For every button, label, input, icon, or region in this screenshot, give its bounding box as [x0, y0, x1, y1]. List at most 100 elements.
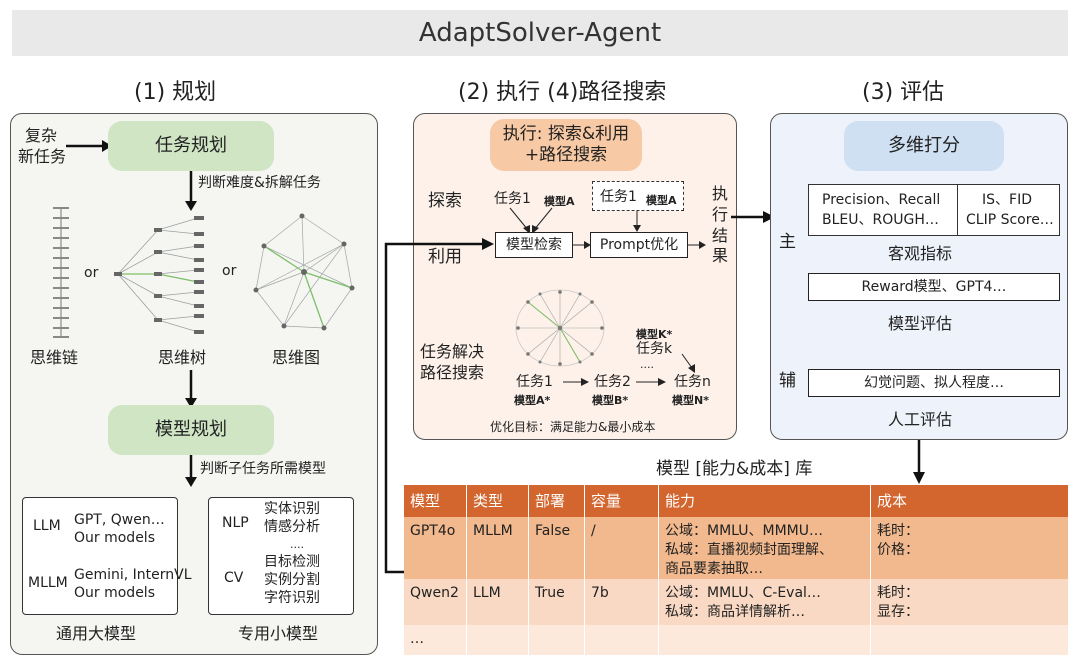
- path-model-a: 模型A*: [514, 394, 551, 407]
- kb-col-type: 类型: [466, 485, 528, 517]
- mllm-tag: MLLM: [28, 575, 68, 591]
- kb-ability-line1: 公域：MMLU、C-Eval…: [665, 585, 821, 601]
- eval-to-kb-arrow: [913, 440, 925, 484]
- path-arrow-k: [681, 353, 695, 373]
- kb-col-cost: 成本: [870, 485, 1068, 517]
- exec-to-eval-arrow: [731, 211, 775, 223]
- kb-ability-line1: 公域：MMLU、MMMU…: [665, 523, 823, 539]
- table-row: …: [404, 625, 1068, 655]
- multi-score-label: 多维打分: [888, 134, 960, 156]
- metrics-right-line1: IS、FID: [982, 192, 1032, 208]
- kb-cost-line2: 价格：: [877, 541, 919, 558]
- special-models-caption: 专用小模型: [238, 624, 319, 643]
- metrics-left-line2: BLEU、ROUGH…: [822, 212, 939, 228]
- prompt-to-result-arrow: [688, 241, 706, 249]
- tree-of-thought-label: 思维树: [158, 348, 207, 367]
- model-retrieval-box: 模型检索: [495, 232, 573, 258]
- kb-table: 模型 类型 部署 容量 能力 成本 GPT4o MLLM False / 公域：…: [404, 485, 1068, 655]
- section-title-execution: (2) 执行 (4)路径搜索: [458, 80, 667, 105]
- kb-cell-cost: 耗时： 显存：: [870, 579, 1068, 625]
- path-search-label: 任务解决 路径搜索: [420, 342, 484, 384]
- model-planning-node: 模型规划: [108, 405, 274, 455]
- special-models-box: [208, 497, 354, 615]
- path-task2: 任务2: [594, 374, 631, 390]
- explore-label: 探索: [428, 191, 462, 211]
- path-arrow-1: [563, 378, 589, 386]
- kb-title: 模型 [能力&成本] 库: [656, 459, 813, 479]
- kb-col-ability: 能力: [658, 485, 870, 517]
- path-task-n: 任务n: [674, 374, 711, 390]
- cv-model-3: 字符识别: [264, 590, 320, 606]
- nlp-tag: NLP: [222, 515, 249, 531]
- explore-task1: 任务1: [494, 191, 531, 207]
- main-label: 主: [779, 232, 796, 252]
- kb-cost-line1: 耗时：: [877, 523, 919, 539]
- kb-col-deploy: 部署: [528, 485, 584, 517]
- kb-cell-empty: [528, 625, 584, 655]
- path-task1: 任务1: [516, 374, 553, 390]
- exec-header-line2: +路径搜索: [524, 145, 608, 165]
- kb-cell-deploy: False: [528, 517, 584, 579]
- cv-model-2: 实例分割: [264, 572, 320, 588]
- kb-cost-line2: 显存：: [877, 603, 919, 620]
- graph-of-thought-label: 思维图: [272, 348, 321, 367]
- page-title: AdaptSolver-Agent: [418, 18, 662, 48]
- path-search-line2: 路径搜索: [420, 362, 485, 382]
- path-dots: ....: [640, 358, 654, 371]
- metrics-right-line2: CLIP Score…: [966, 212, 1054, 228]
- path-search-line1: 任务解决: [420, 342, 485, 361]
- kb-cell-type: LLM: [466, 579, 528, 625]
- kb-ability-line2: 私域：商品详情解析…: [665, 603, 805, 620]
- general-models-box: [22, 497, 178, 615]
- kb-cell-model: …: [410, 631, 424, 647]
- hallucination-label: 幻觉问题、拟人程度…: [864, 374, 1004, 391]
- arrow-label-model-select: 判断子任务所需模型: [200, 461, 326, 477]
- kb-header-row: 模型 类型 部署 容量 能力 成本: [404, 485, 1068, 517]
- model-planning-label: 模型规划: [155, 418, 227, 440]
- table-row: Qwen2 LLM True 7b 公域：MMLU、C-Eval… 私域：商品详…: [404, 579, 1068, 625]
- multi-score-node: 多维打分: [844, 121, 1004, 171]
- kb-cell-deploy: True: [528, 579, 584, 625]
- kb-cell-model: Qwen2: [410, 585, 459, 601]
- kb-col-capacity: 容量: [584, 485, 658, 517]
- exec-result-char3: 结: [711, 225, 728, 245]
- path-model-b: 模型B*: [592, 394, 629, 407]
- kb-col-model: 模型: [410, 491, 441, 510]
- llm-tag: LLM: [33, 518, 61, 534]
- retrieval-to-prompt-arrow: [573, 241, 591, 249]
- special-models-dots: ....: [290, 538, 304, 551]
- explore-model-a: 模型A: [544, 195, 575, 208]
- complex-task-line1: 复杂: [24, 126, 57, 145]
- cv-tag: CV: [224, 570, 244, 586]
- chain-of-thought-graphic: [53, 207, 69, 338]
- kb-cell-capacity: /: [584, 517, 658, 579]
- model-retrieval-label: 模型检索: [506, 236, 562, 253]
- path-search-graph: [515, 289, 605, 367]
- path-arrow-2: [636, 378, 666, 386]
- kb-cost-line1: 耗时：: [877, 585, 919, 601]
- dashed-task-box: [592, 181, 684, 211]
- down-arrow-2: [185, 370, 197, 408]
- cv-model-1: 目标检测: [264, 554, 320, 570]
- section-title-planning: (1) 规划: [134, 80, 217, 105]
- exec-header-line1: 执行: 探索&利用: [502, 123, 630, 144]
- kb-cell-cost: 耗时： 价格：: [870, 517, 1068, 579]
- task-planning-label: 任务规划: [155, 134, 227, 156]
- prompt-opt-box: Prompt优化: [590, 232, 688, 258]
- kb-cell-type: MLLM: [466, 517, 528, 579]
- objective-metrics-caption: 客观指标: [888, 244, 953, 263]
- mllm-models-line1: Gemini, InternVL: [74, 567, 192, 583]
- down-arrow-1: [185, 171, 197, 211]
- input-arrow: [66, 140, 112, 152]
- down-arrow-3: [185, 455, 197, 487]
- kb-cell-ability: 公域：MMLU、MMMU… 私域：直播视频封面理解、 商品要素抽取…: [658, 517, 870, 579]
- kb-ability-line2: 私域：直播视频封面理解、: [665, 541, 833, 558]
- chain-of-thought-label: 思维链: [30, 348, 79, 367]
- complex-task-label: 复杂 新任务: [18, 126, 67, 168]
- path-model-k: 模型K*: [636, 328, 673, 341]
- reward-model-box: Reward模型、GPT4…: [808, 273, 1060, 301]
- optimization-goal: 优化目标：满足能力&最小成本: [490, 420, 656, 434]
- exec-result-char4: 果: [711, 246, 728, 266]
- complex-task-line2: 新任务: [18, 146, 67, 166]
- metrics-divider: [957, 184, 958, 236]
